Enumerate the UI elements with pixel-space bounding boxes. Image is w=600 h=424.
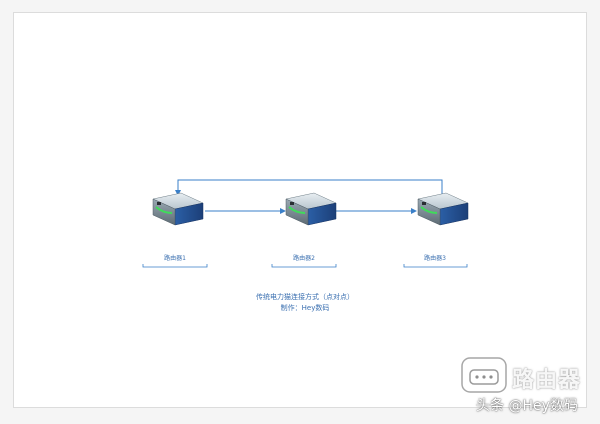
- diagram-caption: 传统电力猫连接方式（点对点） 制作：Hey数码: [200, 292, 410, 314]
- watermark-brand: 路由器: [512, 368, 582, 393]
- router-3-label: 路由器3: [424, 255, 446, 262]
- caption-credit: 制作：Hey数码: [280, 304, 330, 312]
- watermark-author: 头条 @Hey数码: [476, 398, 578, 414]
- caption-title: 传统电力猫连接方式（点对点）: [256, 293, 354, 301]
- router-2-icon[interactable]: [285, 192, 337, 226]
- router-2-label-bracket: [271, 264, 337, 268]
- connector-router3-to-router1: [175, 179, 443, 196]
- router-3-icon[interactable]: [417, 192, 469, 226]
- router-3-label-bracket: [403, 264, 468, 268]
- router-2-label: 路由器2: [293, 255, 315, 262]
- watermark-logo-icon: [461, 357, 507, 393]
- router-1-label-bracket: [142, 264, 208, 268]
- router-1-icon[interactable]: [152, 192, 204, 226]
- router-1-label: 路由器1: [164, 255, 186, 262]
